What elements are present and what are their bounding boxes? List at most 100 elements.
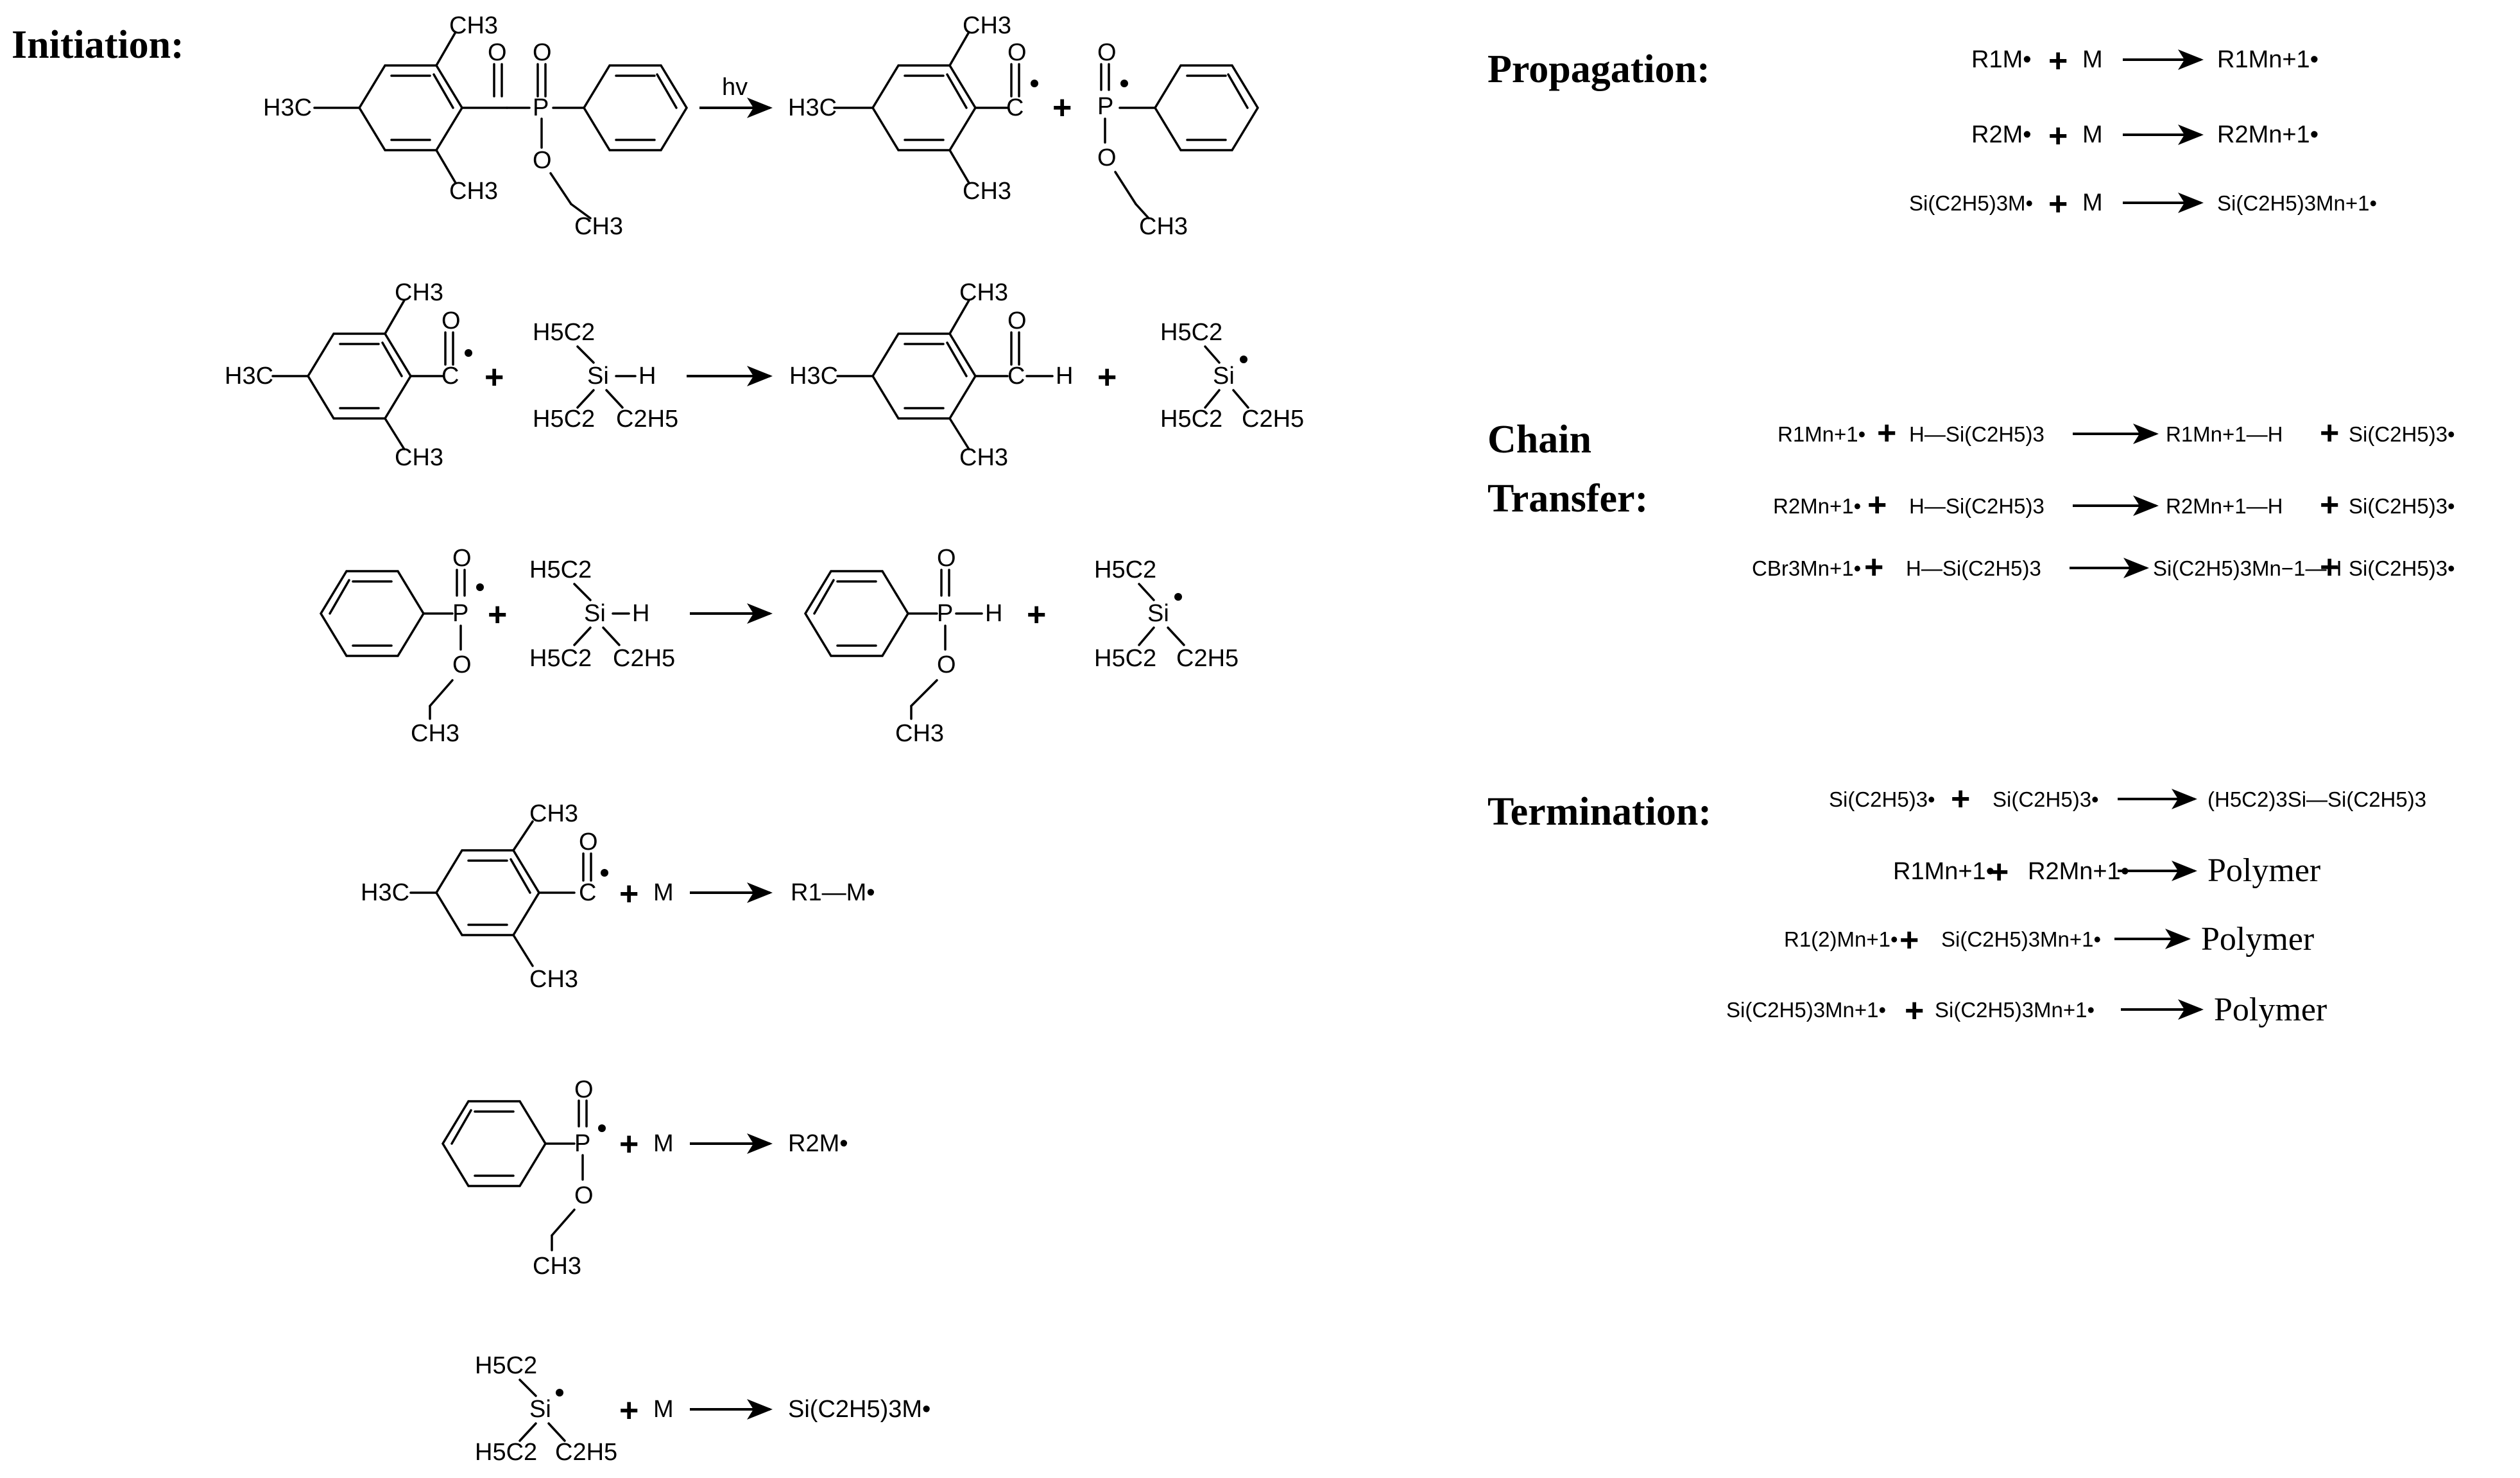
o-label: O: [1097, 144, 1117, 171]
plus-sign: +: [2048, 117, 2068, 155]
plus-sign: +: [484, 359, 504, 396]
c2h5-label: C2H5: [613, 645, 675, 672]
mesityl-ring: [357, 64, 464, 151]
h5c2-label: H5C2: [533, 406, 595, 433]
term-right-1: Si(C2H5)3•: [1993, 787, 2099, 811]
product-r2m: R2M•: [788, 1130, 848, 1157]
term-right-2: R2Mn+1•: [2028, 858, 2129, 885]
o-label: O: [1007, 39, 1027, 66]
si-label: Si: [584, 600, 606, 627]
heading-initiation: Initiation:: [12, 23, 184, 67]
plus-sign: +: [1027, 596, 1046, 633]
heading-propagation: Propagation:: [1487, 47, 1710, 91]
plus-sign: +: [1867, 486, 1887, 524]
ch3-label: CH3: [963, 12, 1011, 39]
term-left-3: R1(2)Mn+1•: [1784, 927, 1898, 951]
phenyl-ring: [1153, 64, 1260, 151]
ch3-label: CH3: [395, 444, 443, 471]
ch3-label: CH3: [533, 1253, 581, 1280]
ch3-label: CH3: [574, 213, 623, 240]
h-label: H: [985, 600, 1002, 627]
h5c2-label: H5C2: [529, 645, 592, 672]
p-label: P: [452, 600, 468, 627]
plus-sign: +: [1052, 89, 1072, 126]
ct-left-1: R1Mn+1•: [1778, 422, 1865, 446]
c-label: C: [1007, 363, 1025, 390]
ch3-label: CH3: [529, 800, 578, 827]
prop-left-1: R1M•: [1971, 46, 2032, 73]
heading-transfer: Transfer:: [1487, 477, 1648, 520]
ct-left-2: R2Mn+1•: [1773, 494, 1861, 518]
phenyl-ring: [803, 570, 910, 657]
ch3-label: CH3: [895, 720, 944, 747]
ch3-label: CH3: [959, 279, 1008, 306]
o-label: O: [937, 545, 956, 572]
plus-sign: +: [2048, 42, 2068, 80]
prop-right-3: Si(C2H5)3Mn+1•: [2217, 191, 2377, 215]
monomer-label: M: [2082, 121, 2103, 148]
term-product-2: Polymer: [2207, 852, 2320, 889]
termination-block: Si(C2H5)3• + Si(C2H5)3• (H5C2)3Si—Si(C2H…: [1726, 780, 2426, 1029]
initiation-row-1: CH3 CH3 H3C O O P O CH3 hv CH3 CH3 H3C O…: [263, 12, 1260, 240]
ct-product-2: R2Mn+1—H: [2166, 494, 2283, 518]
h3c-label: H3C: [788, 94, 837, 121]
plus-sign: +: [1989, 854, 2009, 891]
prop-right-1: R1Mn+1•: [2217, 46, 2319, 73]
h5c2-label: H5C2: [1094, 556, 1156, 583]
term-product-1: (H5C2)3Si—Si(C2H5)3: [2207, 787, 2426, 811]
chain-transfer-block: R1Mn+1• + H—Si(C2H5)3 R1Mn+1—H + Si(C2H5…: [1752, 415, 2455, 586]
phenyl-ring: [582, 64, 689, 151]
ct-product-3: Si(C2H5)3Mn−1—H: [2153, 556, 2342, 580]
plus-sign: +: [619, 1126, 639, 1163]
mesityl-ring: [434, 849, 541, 936]
plus-sign: +: [1951, 780, 1970, 818]
monomer-label: M: [653, 1396, 674, 1423]
plus-sign: +: [2320, 415, 2339, 452]
o-label: O: [579, 829, 598, 855]
h5c2-label: H5C2: [475, 1352, 537, 1379]
term-left-2: R1Mn+1•: [1893, 858, 1994, 885]
p-label: P: [937, 600, 953, 627]
ch3-label: CH3: [449, 12, 498, 39]
o-label: O: [937, 651, 956, 678]
heading-chain: Chain: [1487, 418, 1591, 461]
h5c2-label: H5C2: [1094, 645, 1156, 672]
initiation-row-2: CH3 CH3 H3C O C + H5C2 Si H H5C2 C2H5 CH…: [225, 279, 1304, 471]
plus-sign: +: [619, 1392, 639, 1429]
monomer-label: M: [653, 879, 674, 906]
term-right-3: Si(C2H5)3Mn+1•: [1941, 927, 2101, 951]
h5c2-label: H5C2: [475, 1439, 537, 1466]
monomer-label: M: [2082, 46, 2103, 73]
term-left-1: Si(C2H5)3•: [1829, 787, 1935, 811]
o-label: O: [1007, 307, 1027, 334]
ct-radical-1: Si(C2H5)3•: [2349, 422, 2455, 446]
plus-sign: +: [1864, 549, 1883, 586]
si-label: Si: [529, 1396, 551, 1423]
ct-radical-3: Si(C2H5)3•: [2349, 556, 2455, 580]
c2h5-label: C2H5: [616, 406, 678, 433]
plus-sign: +: [488, 596, 507, 633]
o-label: O: [452, 545, 472, 572]
initiation-row-5: P O O CH3 + M R2M•: [441, 1076, 848, 1280]
term-left-4: Si(C2H5)3Mn+1•: [1726, 998, 1886, 1022]
ch3-label: CH3: [959, 444, 1008, 471]
mesityl-ring: [871, 64, 977, 151]
h5c2-label: H5C2: [1160, 406, 1222, 433]
h-label: H: [639, 363, 656, 390]
plus-sign: +: [1097, 359, 1117, 396]
o-label: O: [533, 39, 552, 66]
plus-sign: +: [2320, 549, 2339, 586]
c2h5-label: C2H5: [1176, 645, 1239, 672]
phenyl-ring: [319, 570, 425, 657]
prop-left-2: R2M•: [1971, 121, 2032, 148]
plus-sign: +: [1899, 922, 1919, 959]
h5c2-label: H5C2: [533, 319, 595, 346]
monomer-label: M: [2082, 189, 2103, 216]
ct-left-3: CBr3Mn+1•: [1752, 556, 1861, 580]
mesityl-ring: [871, 332, 977, 420]
monomer-label: M: [653, 1130, 674, 1157]
h3c-label: H3C: [225, 363, 273, 390]
term-right-4: Si(C2H5)3Mn+1•: [1935, 998, 2095, 1022]
plus-sign: +: [619, 875, 639, 913]
